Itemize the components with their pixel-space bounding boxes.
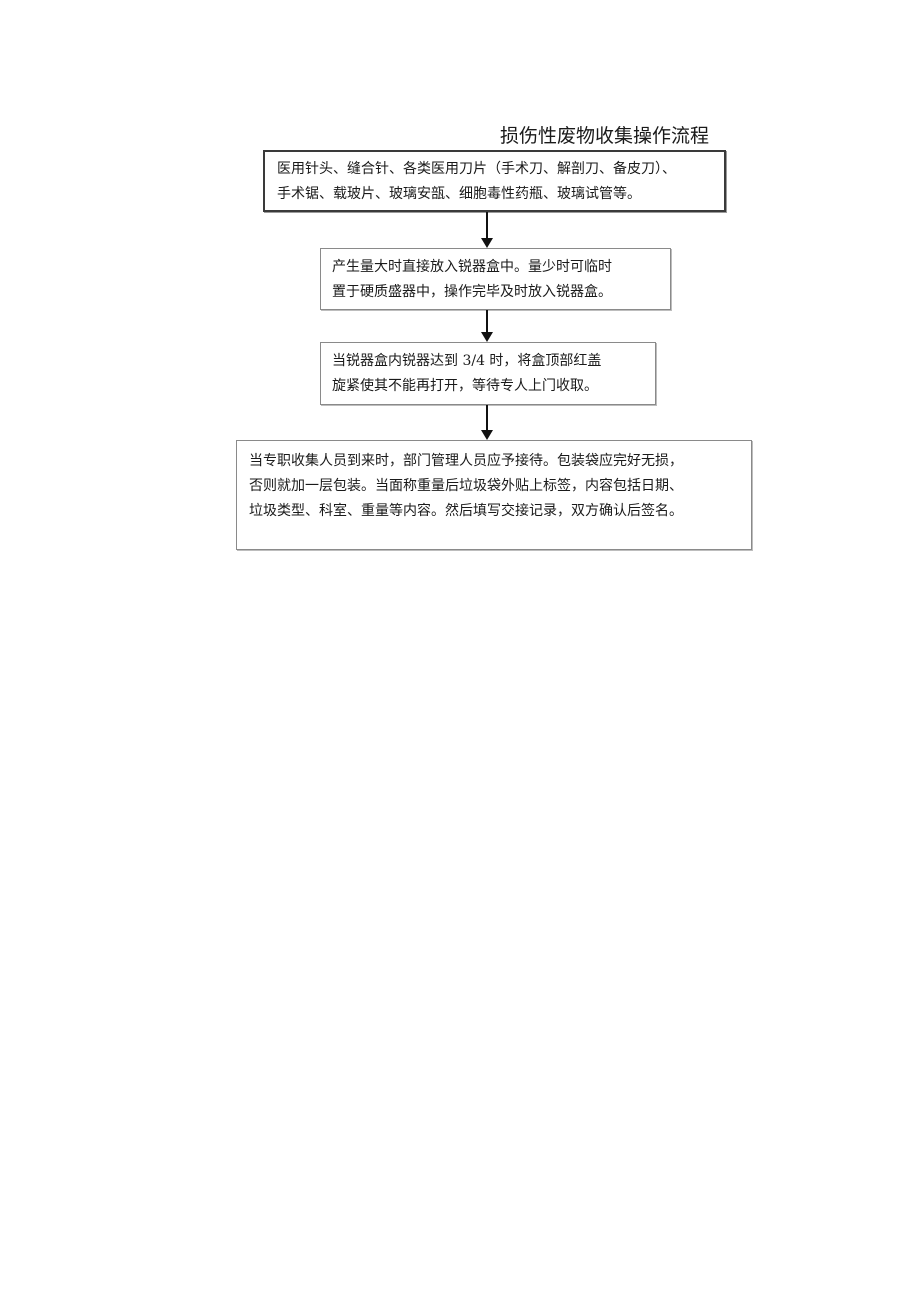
step-2-line-1: 产生量大时直接放入锐器盒中。量少时可临时: [332, 259, 612, 275]
step-4-line-1: 当专职收集人员到来时，部门管理人员应予接待。包装袋应完好无损，: [249, 453, 683, 469]
arrow-1-to-2: [481, 212, 493, 248]
step-2-line-2: 置于硬质盛器中，操作完毕及时放入锐器盒。: [332, 284, 612, 300]
step-4-line-2: 否则就加一层包装。当面称重量后垃圾袋外贴上标签，内容包括日期、: [249, 478, 683, 494]
step-4-line-3: 垃圾类型、科室、重量等内容。然后填写交接记录，双方确认后签名。: [249, 503, 683, 519]
arrow-2-to-3: [481, 310, 493, 342]
step-3-line-2: 旋紧使其不能再打开，等待专人上门收取。: [332, 378, 598, 394]
arrow-3-to-4: [481, 405, 493, 440]
flowchart-title: 损伤性废物收集操作流程: [500, 125, 710, 147]
step-1-line-2: 手术锯、载玻片、玻璃安瓿、细胞毒性药瓶、玻璃试管等。: [277, 186, 641, 202]
step-3-line-1: 当锐器盒内锐器达到 3/4 时，将盒顶部红盖: [332, 353, 602, 369]
step-1-box: 医用针头、缝合针、各类医用刀片（手术刀、解剖刀、备皮刀）、 手术锯、载玻片、玻璃…: [263, 150, 726, 212]
step-1-line-1: 医用针头、缝合针、各类医用刀片（手术刀、解剖刀、备皮刀）、: [277, 161, 676, 177]
step-4-box: 当专职收集人员到来时，部门管理人员应予接待。包装袋应完好无损， 否则就加一层包装…: [236, 440, 752, 550]
step-2-box: 产生量大时直接放入锐器盒中。量少时可临时 置于硬质盛器中，操作完毕及时放入锐器盒…: [320, 248, 671, 310]
step-3-box: 当锐器盒内锐器达到 3/4 时，将盒顶部红盖 旋紧使其不能再打开，等待专人上门收…: [320, 342, 656, 405]
